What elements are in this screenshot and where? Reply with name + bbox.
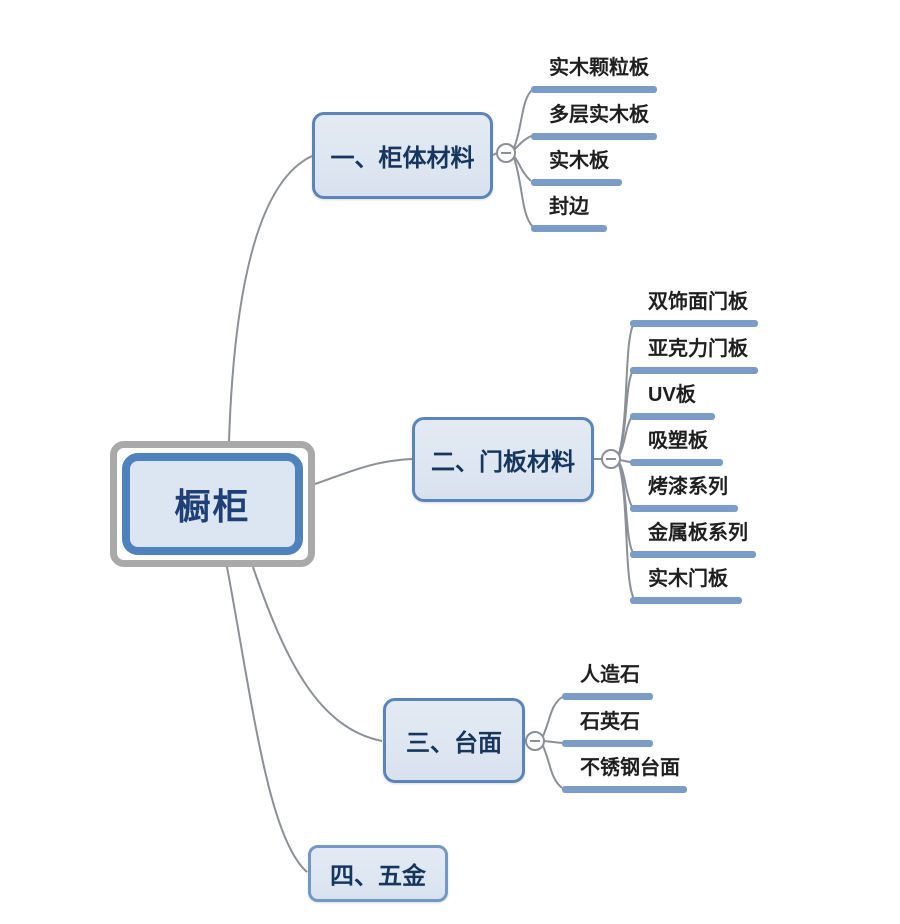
leaf-underline [531,133,657,140]
leaf-node-label: 吸塑板 [648,430,708,452]
branch-node-label: 二、门板材料 [431,449,575,476]
branch2-collapse-toggle[interactable] [601,449,621,469]
leaf-node[interactable]: 实木门板 [630,566,742,604]
connector-root-branch4 [226,566,308,873]
leaf-underline [562,786,687,793]
leaf-node-label: 不锈钢台面 [580,757,680,779]
leaf-underline [630,413,715,420]
leaf-node[interactable]: 石英石 [562,709,653,747]
leaf-underline [630,459,723,466]
leaf-underline [531,86,657,93]
leaf-underline [531,179,622,186]
root-node-label: 橱柜 [174,486,251,527]
leaf-node-label: 多层实木板 [549,104,649,126]
leaf-node[interactable]: 吸塑板 [630,428,723,466]
connector-root-branch2 [314,458,413,485]
root-branch-connectors [226,155,413,873]
leaf-node[interactable]: 实木板 [531,148,622,186]
branch-node-countertop[interactable]: 三、台面 [383,698,525,783]
leaf-underline [531,225,607,232]
leaf-node[interactable]: 金属板系列 [630,520,756,558]
leaf-underline [630,551,756,558]
leaf-node[interactable]: 烤漆系列 [630,474,738,512]
branch-node-label: 三、台面 [406,730,502,757]
leaf-node-label: 实木门板 [648,568,728,590]
root-node-inner: 橱柜 [122,453,303,555]
leaf-node-label: 封边 [549,196,589,218]
leaf-node[interactable]: UV板 [630,382,715,420]
leaf-node[interactable]: 亚克力门板 [630,336,758,374]
branch-node-hardware[interactable]: 四、五金 [308,845,448,902]
leaf-node[interactable]: 实木颗粒板 [531,55,657,93]
leaf-node[interactable]: 双饰面门板 [630,289,758,327]
branch-node-label: 一、柜体材料 [330,145,475,172]
connector-root-branch1 [228,155,313,442]
root-node[interactable]: 橱柜 [110,441,315,567]
branch1-leaf-connectors [492,88,534,228]
leaf-node-label: 金属板系列 [648,522,748,544]
leaf-underline [630,505,738,512]
leaf-node-label: 烤漆系列 [648,476,728,498]
leaf-node[interactable]: 人造石 [562,662,653,700]
leaf-underline [562,693,653,700]
branch3-collapse-toggle[interactable] [525,731,545,751]
connector-root-branch3 [252,566,383,742]
leaf-node-label: UV板 [648,384,696,406]
leaf-underline [630,367,758,374]
leaf-underline [630,597,742,604]
leaf-node-label: 实木板 [549,150,609,172]
leaf-node[interactable]: 不锈钢台面 [562,755,687,793]
leaf-node-label: 双饰面门板 [648,291,748,313]
leaf-node-label: 人造石 [580,664,640,686]
leaf-node-label: 实木颗粒板 [549,57,649,79]
leaf-node-label: 亚克力门板 [648,338,748,360]
leaf-underline [562,740,653,747]
branch1-collapse-toggle[interactable] [496,143,516,163]
branch-node-label: 四、五金 [330,863,426,890]
leaf-node[interactable]: 多层实木板 [531,102,657,140]
leaf-node[interactable]: 封边 [531,194,607,232]
leaf-underline [630,320,758,327]
branch-node-door-panel-materials[interactable]: 二、门板材料 [412,417,594,502]
leaf-node-label: 石英石 [580,711,640,733]
branch-node-cabinet-body-materials[interactable]: 一、柜体材料 [312,112,493,199]
